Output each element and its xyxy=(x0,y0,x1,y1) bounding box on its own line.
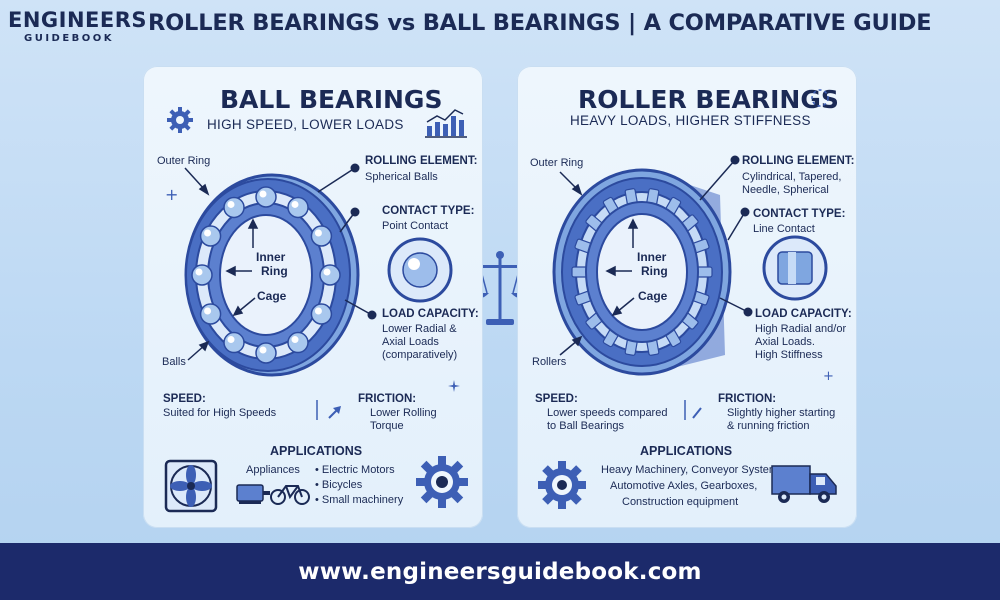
ball-subtitle: HIGH SPEED, LOWER LOADS xyxy=(207,117,404,132)
ball-cage-label: Cage xyxy=(257,289,287,303)
roller-speed-value-1: Lower speeds compared xyxy=(547,407,668,419)
footer-bar: www.engineersguidebook.com xyxy=(0,543,1000,600)
roller-friction-label: FRICTION: xyxy=(718,393,777,405)
ball-highlight xyxy=(227,200,235,208)
ball-highlight xyxy=(204,229,212,237)
logo-sub: GUIDEBOOK xyxy=(24,33,115,44)
gear-icon xyxy=(167,107,193,133)
roller-bearing-diagram xyxy=(552,168,732,376)
ball-rolling-element-label: ROLLING ELEMENT: xyxy=(365,155,478,167)
large-gear-icon xyxy=(416,456,468,508)
ball-friction-label: FRICTION: xyxy=(358,393,417,405)
divider-icon xyxy=(316,400,341,420)
roller-applications-3: Construction equipment xyxy=(622,496,739,508)
roller-load-capacity-value-1: High Radial and/or xyxy=(755,323,847,335)
roller-load-capacity-value-2: Axial Loads. xyxy=(755,336,815,348)
ball-highlight xyxy=(314,307,322,315)
ball-load-capacity-value-1: Lower Radial & xyxy=(382,323,457,335)
bicycle-icon xyxy=(270,485,310,505)
svg-text:+: + xyxy=(823,369,834,384)
roller-rolling-element-label: ROLLING ELEMENT: xyxy=(742,155,855,167)
roller-contact-type-value: Line Contact xyxy=(753,223,815,235)
ball-highlight xyxy=(291,200,299,208)
ball-inner-ring-label-1: Inner xyxy=(256,250,286,264)
roller-outer-ring-label: Outer Ring xyxy=(530,157,584,169)
roller-speed-value-2: to Ball Bearings xyxy=(547,420,625,432)
ball-application-1: • Electric Motors xyxy=(315,464,395,476)
ball-title: BALL BEARINGS xyxy=(220,85,443,114)
ball-highlight xyxy=(227,336,235,344)
motor-icon xyxy=(236,484,270,504)
roller-gear-icon xyxy=(538,461,586,509)
logo-main: ENGINEERS xyxy=(8,8,148,32)
roller-applications-1: Heavy Machinery, Conveyor Systems, xyxy=(601,464,787,476)
roller-load-capacity-value-3: High Stiffness xyxy=(755,349,823,361)
ball-highlight xyxy=(323,268,331,276)
roller-friction-value-1: Slightly higher starting xyxy=(727,407,836,419)
ball-applications-label: APPLICATIONS xyxy=(270,444,363,458)
ball-speed-label: SPEED: xyxy=(163,393,206,405)
svg-text:+: + xyxy=(165,185,178,204)
ball-load-capacity-label: LOAD CAPACITY: xyxy=(382,308,479,320)
ball-balls-label: Balls xyxy=(162,356,186,368)
ball-application-3: • Small machinery xyxy=(315,494,404,506)
ball-application-2: • Bicycles xyxy=(315,479,363,491)
chart-icon xyxy=(425,109,467,138)
ball-contact-type-value: Point Contact xyxy=(382,220,449,232)
ball-rolling-element-value: Spherical Balls xyxy=(365,171,438,183)
roller-inner-ring-label-2: Ring xyxy=(641,264,668,278)
ball-friction-value-2: Torque xyxy=(370,420,404,432)
ball-load-capacity-value-2: Axial Loads xyxy=(382,336,439,348)
ball-highlight xyxy=(259,190,267,198)
ball-application-0: Appliances xyxy=(246,464,300,476)
page-title: ROLLER BEARINGS vs BALL BEARINGS | A COM… xyxy=(148,10,932,36)
roller-applications-label: APPLICATIONS xyxy=(640,444,733,458)
ball-speed-value: Suited for High Speeds xyxy=(163,407,277,419)
roller-friction-value-2: & running friction xyxy=(727,420,810,432)
sparkle-icon xyxy=(448,380,460,392)
roller-load-capacity-label: LOAD CAPACITY: xyxy=(755,308,852,320)
roller-inner-ring-label-1: Inner xyxy=(637,250,667,264)
roller-rolling-element-value-1: Cylindrical, Tapered, xyxy=(742,171,842,183)
roller-contact-type-label: CONTACT TYPE: xyxy=(753,208,846,220)
ball-contact-type-label: CONTACT TYPE: xyxy=(382,205,475,217)
roller-title: ROLLER BEARINGS xyxy=(578,85,839,114)
roller-subtitle: HEAVY LOADS, HIGHER STIFFNESS xyxy=(570,113,811,128)
balls-group xyxy=(191,186,341,364)
roller-speed-label: SPEED: xyxy=(535,393,578,405)
ball-outer-ring-label: Outer Ring xyxy=(157,155,211,167)
footer-url[interactable]: www.engineersguidebook.com xyxy=(298,558,702,585)
ball-bearing-diagram xyxy=(184,173,360,377)
roller-divider-icon xyxy=(684,400,702,420)
truck-icon xyxy=(771,465,837,503)
roller-applications-2: Automotive Axles, Gearboxes, xyxy=(610,480,758,492)
ball-highlight xyxy=(204,307,212,315)
ball-highlight xyxy=(291,336,299,344)
dashed-circle-icon xyxy=(811,89,829,107)
roller-rollers-label: Rollers xyxy=(532,356,567,368)
ball-friction-value-1: Lower Rolling xyxy=(370,407,437,419)
roller-cage-label: Cage xyxy=(638,289,668,303)
ball-load-capacity-value-3: (comparatively) xyxy=(382,349,458,361)
fan-icon xyxy=(164,459,218,513)
ball-highlight xyxy=(195,268,203,276)
ball-inner-ring-label-2: Ring xyxy=(261,264,288,278)
ball-highlight xyxy=(259,346,267,354)
roller-rolling-element-value-2: Needle, Spherical xyxy=(742,184,829,196)
ball-highlight xyxy=(314,229,322,237)
